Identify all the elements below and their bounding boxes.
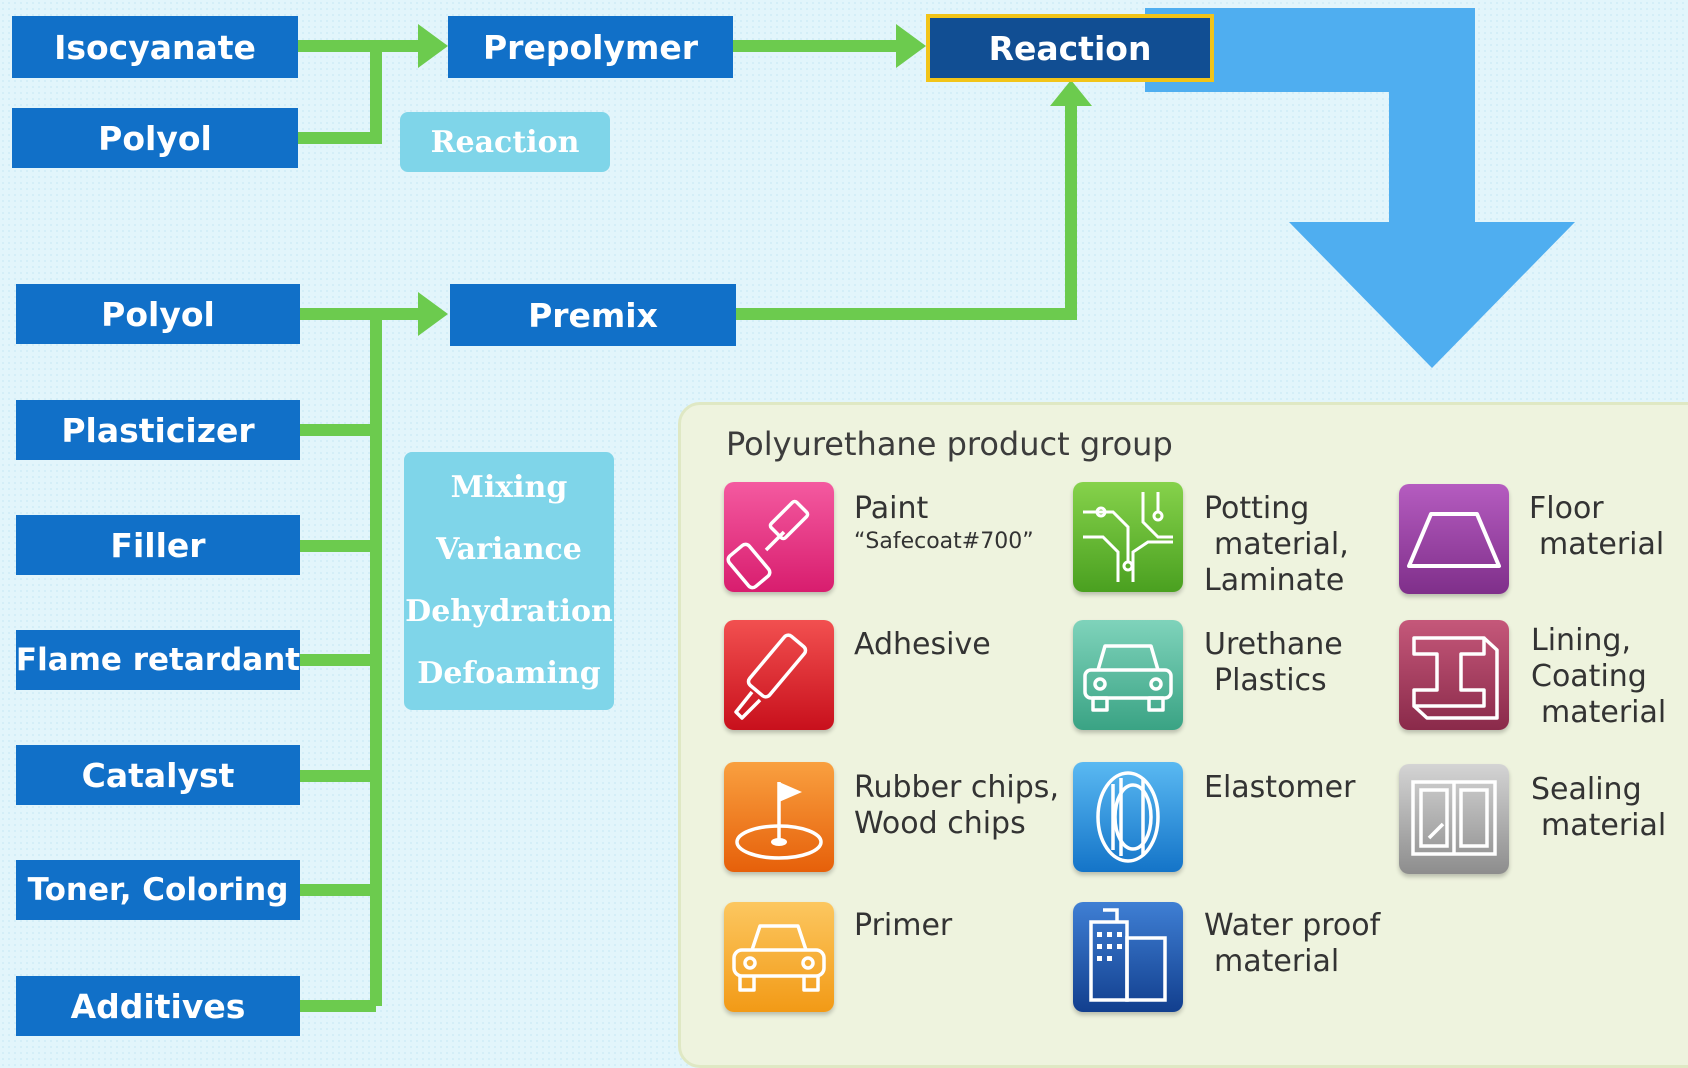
label-paint: Paint “Safecoat#700”	[854, 491, 1034, 557]
label-potting-3: Laminate	[1204, 563, 1345, 598]
label-lining-3: material	[1541, 695, 1667, 730]
label-sealing-2: material	[1541, 808, 1667, 843]
label-water-proof-1: Water proof	[1204, 908, 1381, 943]
label-water-proof-2: material	[1214, 944, 1340, 979]
arrowhead-reaction	[896, 24, 926, 68]
circuit-board-icon	[1073, 482, 1183, 592]
box-premix: Premix	[450, 284, 736, 346]
product-group-panel	[678, 402, 1688, 1068]
mixing-note: Mixing Variance Dehydration Defoaming	[404, 452, 614, 710]
box-reaction: Reaction	[926, 14, 1214, 82]
label-rubber-2: Wood chips	[854, 806, 1026, 841]
label-urethane-plastics: Urethane Plastics	[1204, 627, 1343, 699]
box-filler: Filler	[16, 515, 300, 575]
big-down-arrow	[1145, 8, 1575, 368]
note-defoaming: Defoaming	[417, 656, 601, 691]
label-primer: Primer	[854, 908, 952, 944]
box-isocyanate: Isocyanate	[12, 16, 298, 78]
arrowhead-premix	[418, 292, 448, 336]
note-variance: Variance	[436, 532, 582, 567]
label-potting-1: Potting	[1204, 491, 1310, 526]
label-lining: Lining, Coating material	[1531, 623, 1666, 731]
window-sealant-icon	[1399, 764, 1509, 874]
label-paint-line: Paint	[854, 491, 929, 526]
tire-icon	[1073, 762, 1183, 872]
product-group-title: Polyurethane product group	[726, 425, 1173, 463]
steel-beam-icon	[1399, 620, 1509, 730]
label-lining-1: Lining,	[1531, 623, 1631, 658]
label-paint-sub: “Safecoat#700”	[854, 529, 1034, 554]
box-polyol-bottom: Polyol	[16, 284, 300, 344]
connector-lines	[298, 40, 1077, 1012]
label-rubber-chips: Rubber chips, Wood chips	[854, 770, 1059, 842]
label-adhesive: Adhesive	[854, 627, 991, 663]
box-plasticizer: Plasticizer	[16, 400, 300, 460]
label-adhesive-1: Adhesive	[854, 627, 991, 662]
label-elastomer-1: Elastomer	[1204, 770, 1356, 805]
label-floor-2: material	[1539, 527, 1665, 562]
label-floor-1: Floor	[1529, 491, 1604, 526]
box-catalyst: Catalyst	[16, 745, 300, 805]
car-front-icon	[1073, 620, 1183, 730]
label-potting-2: material,	[1214, 527, 1349, 562]
label-lining-2: Coating	[1531, 659, 1647, 694]
box-flame-retardant: Flame retardant	[16, 630, 300, 690]
label-rubber-1: Rubber chips,	[854, 770, 1059, 805]
arrowheads	[418, 24, 1092, 336]
note-mixing: Mixing	[450, 470, 568, 505]
arrowhead-prepolymer	[418, 24, 448, 68]
flow-connectors	[298, 8, 1575, 1012]
label-primer-1: Primer	[854, 908, 953, 943]
label-sealing-1: Sealing	[1531, 772, 1642, 807]
classic-car-icon	[724, 902, 834, 1012]
note-dehydration: Dehydration	[405, 594, 613, 629]
box-toner-coloring: Toner, Coloring	[16, 860, 300, 920]
golf-flag-icon	[724, 762, 834, 872]
reaction-note: Reaction	[400, 112, 610, 172]
glue-tube-icon	[724, 620, 834, 730]
label-sealing: Sealing material	[1531, 772, 1666, 844]
box-additives: Additives	[16, 976, 300, 1036]
paint-roller-icon	[724, 482, 834, 592]
box-prepolymer: Prepolymer	[448, 16, 733, 78]
label-elastomer: Elastomer	[1204, 770, 1355, 806]
building-icon	[1073, 902, 1183, 1012]
label-potting: Potting material, Laminate	[1204, 491, 1349, 599]
label-water-proof: Water proof material	[1204, 908, 1380, 980]
arrowhead-up-reaction	[1050, 80, 1092, 106]
label-urethane-1: Urethane	[1204, 627, 1343, 662]
label-urethane-2: Plastics	[1214, 663, 1327, 698]
box-polyol-top: Polyol	[12, 108, 298, 168]
floor-trapezoid-icon	[1399, 484, 1509, 594]
label-floor: Floor material	[1529, 491, 1664, 563]
